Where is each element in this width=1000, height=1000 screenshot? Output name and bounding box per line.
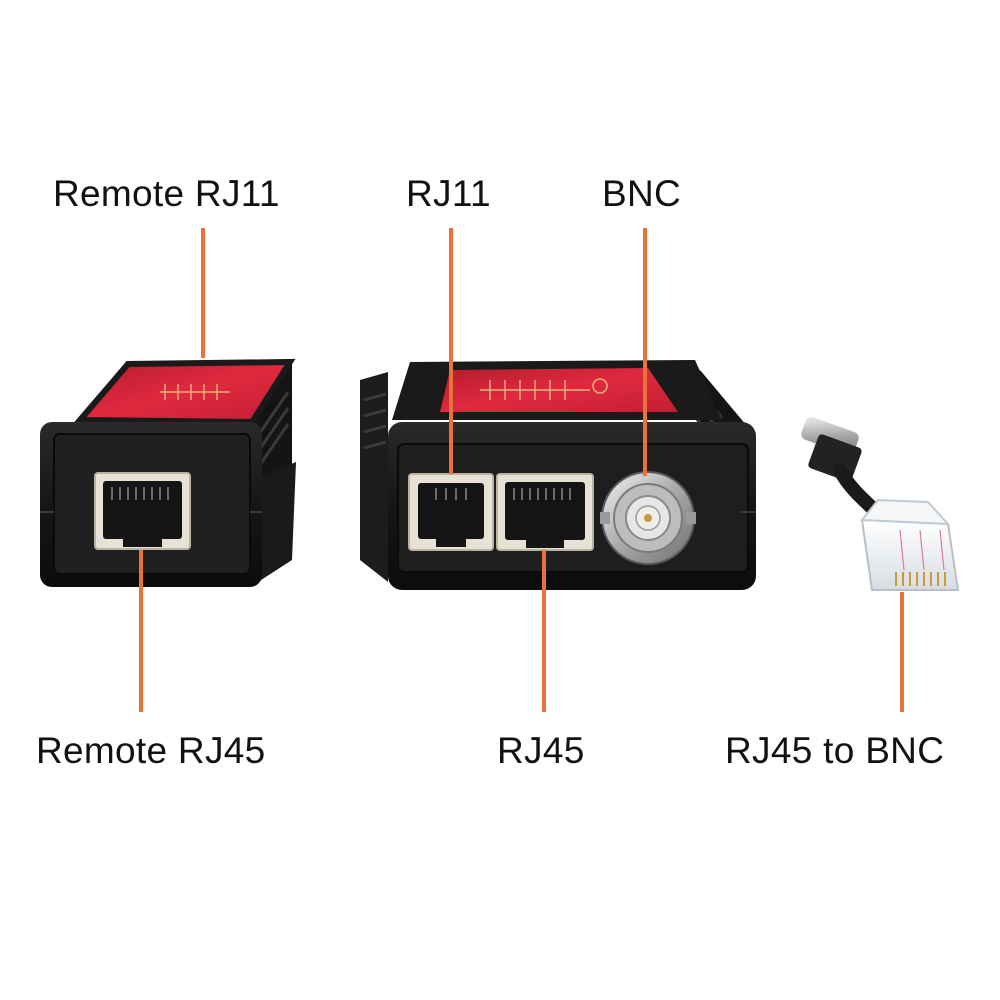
label-rj45-to-bnc: RJ45 to BNC bbox=[725, 730, 945, 771]
main-tester-unit bbox=[360, 360, 756, 590]
label-rj45: RJ45 bbox=[497, 730, 585, 771]
remote-unit bbox=[40, 358, 296, 587]
rj45-to-bnc-adapter bbox=[801, 416, 960, 591]
rj11-port bbox=[408, 473, 494, 551]
bnc-connector bbox=[600, 471, 696, 565]
label-rj11: RJ11 bbox=[406, 173, 491, 214]
remote-rj45-port bbox=[94, 472, 191, 550]
label-bnc: BNC bbox=[602, 173, 682, 214]
rj45-port bbox=[496, 473, 594, 551]
label-remote-rj45: Remote RJ45 bbox=[36, 730, 266, 771]
label-remote-rj11: Remote RJ11 bbox=[53, 173, 280, 214]
